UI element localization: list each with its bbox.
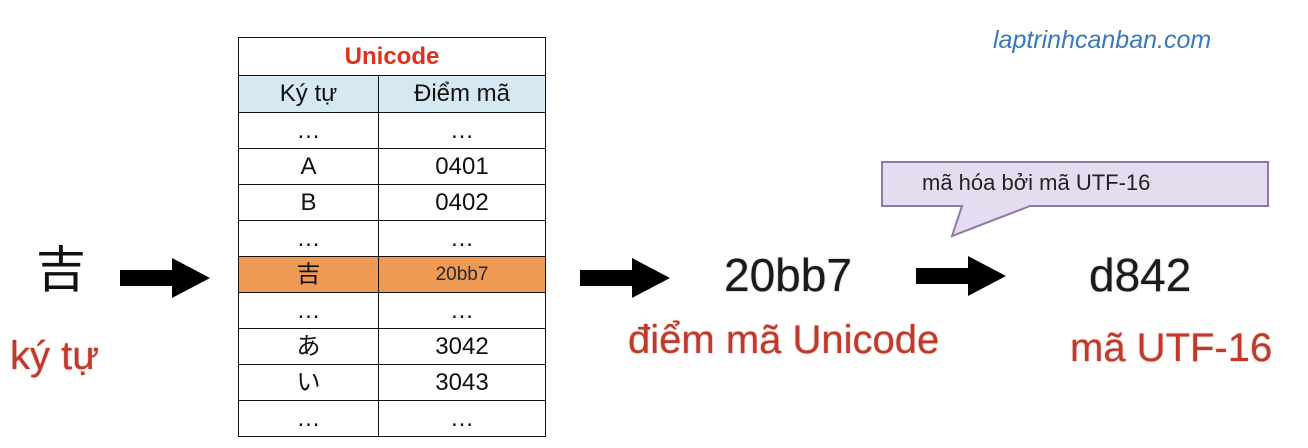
cell-codepoint: 0401 <box>435 153 489 180</box>
cell-character: B <box>239 185 379 220</box>
cell-character: 吉 <box>239 257 379 292</box>
cell-character: … <box>239 221 379 256</box>
arrow-right-icon <box>580 258 670 298</box>
cell-character: … <box>239 293 379 328</box>
cell-codepoint: 20bb7 <box>435 264 489 285</box>
cell-codepoint: … <box>450 297 474 324</box>
table-row: あ 3042 <box>239 329 545 365</box>
cell-codepoint: 3043 <box>435 369 489 396</box>
table-title: Unicode <box>239 38 545 76</box>
utf16-label: mã UTF-16 <box>1070 326 1273 370</box>
table-row: …… <box>239 293 545 329</box>
table-header-row: Ký tự Điểm mã <box>239 76 545 113</box>
cell-codepoint: 3042 <box>435 333 489 360</box>
table-row: A 0401 <box>239 149 545 185</box>
table-row: …… <box>239 401 545 437</box>
codepoint-label: điểm mã Unicode <box>628 318 940 362</box>
arrow-right-icon <box>120 258 210 298</box>
cell-codepoint: … <box>450 405 474 432</box>
callout-text: mã hóa bởi mã UTF-16 <box>922 170 1151 195</box>
codepoint-value: 20bb7 <box>724 249 852 301</box>
arrow-right-icon <box>916 256 1006 296</box>
header-character: Ký tự <box>239 76 379 112</box>
cell-character: … <box>239 113 379 148</box>
site-watermark: laptrinhcanban.com <box>993 26 1212 54</box>
header-codepoint: Điểm mã <box>413 80 510 107</box>
cell-character: あ <box>239 329 379 364</box>
table-row: …… <box>239 221 545 257</box>
callout-bubble <box>881 161 1269 238</box>
character-label: ký tự <box>10 334 100 378</box>
utf16-value: d842 <box>1089 249 1192 301</box>
cell-codepoint: … <box>450 117 474 144</box>
table-row-highlighted: 吉 20bb7 <box>239 257 545 293</box>
table-row: い 3043 <box>239 365 545 401</box>
table-row: B 0402 <box>239 185 545 221</box>
cell-codepoint: … <box>450 225 474 252</box>
cell-character: A <box>239 149 379 184</box>
table-row: …… <box>239 113 545 149</box>
cell-character: い <box>239 365 379 400</box>
cell-character: … <box>239 401 379 437</box>
cell-codepoint: 0402 <box>435 189 489 216</box>
source-character: 吉 <box>36 241 86 299</box>
